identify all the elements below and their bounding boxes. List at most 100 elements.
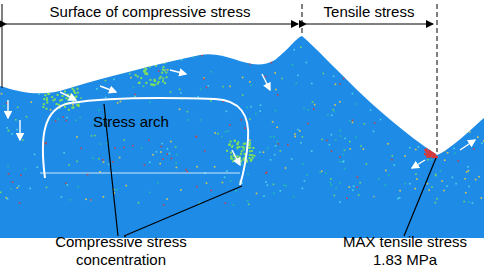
particle-dot <box>200 119 202 121</box>
particle-dot <box>117 102 119 104</box>
particle-dot <box>26 84 28 86</box>
particle-dot <box>249 63 251 65</box>
particle-dot <box>203 78 205 80</box>
particle-dot <box>5 55 7 57</box>
particle-dot <box>253 155 255 157</box>
particle-dot <box>139 82 141 84</box>
particle-dot <box>394 164 396 166</box>
particle-dot <box>139 63 141 65</box>
particle-dot <box>25 81 27 83</box>
particle-dot <box>69 83 71 85</box>
particle-dot <box>332 109 334 111</box>
particle-dot <box>340 161 342 163</box>
particle-dot <box>7 198 9 200</box>
particle-dot <box>87 174 89 176</box>
particle-dot <box>228 144 230 146</box>
particle-dot <box>355 137 357 139</box>
particle-dot <box>34 154 36 156</box>
particle-dot <box>299 130 301 132</box>
particle-dot <box>311 83 313 85</box>
particle-dot <box>415 173 417 175</box>
particle-dot <box>230 180 232 182</box>
particle-dot <box>16 129 18 131</box>
particle-dot <box>196 166 198 168</box>
particle-dot <box>471 89 473 91</box>
particle-dot <box>430 148 432 150</box>
particle-dot <box>277 94 279 96</box>
particle-dot <box>272 121 274 123</box>
particle-dot <box>225 131 227 133</box>
particle-dot <box>56 103 58 105</box>
particle-dot <box>67 184 69 186</box>
particle-dot <box>65 183 67 185</box>
particle-dot <box>54 98 56 100</box>
particle-dot <box>339 201 341 203</box>
particle-dot <box>250 106 252 108</box>
region-label: Stress arch <box>81 113 181 131</box>
particle-dot <box>45 90 47 92</box>
particle-dot <box>473 148 475 150</box>
particle-dot <box>52 49 54 51</box>
particle-dot <box>158 61 160 63</box>
particle-dot <box>248 147 250 149</box>
particle-dot <box>259 110 261 112</box>
particle-dot <box>253 43 255 45</box>
particle-dot <box>175 146 177 148</box>
particle-dot <box>229 144 231 146</box>
particle-dot <box>164 69 166 71</box>
particle-dot <box>321 139 323 141</box>
particle-dot <box>314 104 316 106</box>
flow-arrows <box>8 70 475 168</box>
particle-dot <box>155 65 157 67</box>
particle-dot <box>257 52 259 54</box>
particle-dot <box>135 74 137 76</box>
particle-dot <box>66 117 68 119</box>
particle-dot <box>280 150 282 152</box>
particle-dot <box>6 127 8 129</box>
particle-dot <box>73 106 75 108</box>
particle-dot <box>429 57 431 59</box>
particle-dot <box>10 188 12 190</box>
particle-dot <box>398 107 400 109</box>
particle-dot <box>187 171 189 173</box>
callout-label: MAX tensile stress 1.83 MPa <box>339 233 471 269</box>
particle-dot <box>141 148 143 150</box>
particle-dot <box>483 140 484 142</box>
particle-dot <box>307 123 309 125</box>
particle-dot <box>462 47 464 49</box>
particle-dot <box>162 80 164 82</box>
particle-dot <box>428 189 430 191</box>
particle-dot <box>322 46 324 48</box>
particle-dot <box>249 154 251 156</box>
particle-dot <box>392 155 394 157</box>
particle-dot <box>141 66 143 68</box>
particle-dot <box>447 152 449 154</box>
particle-dot <box>427 159 429 161</box>
particle-dot <box>113 79 115 81</box>
particle-dot <box>363 148 365 150</box>
particle-dot <box>356 187 358 189</box>
particle-dot <box>459 53 461 55</box>
particle-dot <box>255 113 257 115</box>
particle-dot <box>295 82 297 84</box>
particle-dot <box>38 93 40 95</box>
particle-dot <box>106 64 108 66</box>
particle-dot <box>114 147 116 149</box>
particle-dot <box>206 87 208 89</box>
particle-dot <box>230 152 232 154</box>
particle-dot <box>286 35 288 37</box>
particle-dot <box>273 184 275 186</box>
particle-dot <box>55 120 57 122</box>
particle-dot <box>104 42 106 44</box>
particle-dot <box>387 143 389 145</box>
particle-dot <box>162 69 164 71</box>
particle-dot <box>344 168 346 170</box>
particle-dot <box>416 178 418 180</box>
particle-dot <box>464 39 466 41</box>
particle-dot <box>143 85 145 87</box>
particle-dot <box>18 185 20 187</box>
particle-dot <box>409 183 411 185</box>
particle-dot <box>229 124 231 126</box>
particle-dot <box>85 199 87 201</box>
particle-dot <box>64 91 66 93</box>
